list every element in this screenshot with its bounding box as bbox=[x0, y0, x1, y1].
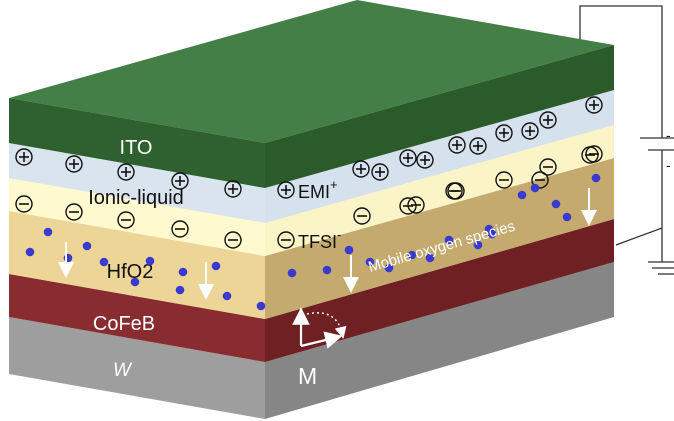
ito-front-face bbox=[9, 98, 265, 188]
minus-ion-icon bbox=[581, 146, 599, 164]
ionic-liquid-blue-front bbox=[9, 143, 265, 223]
ito-top-face bbox=[9, 0, 614, 143]
minus-ion-icon bbox=[277, 231, 295, 249]
minus-ion-icon bbox=[539, 158, 557, 176]
cofeb-layer-right bbox=[265, 219, 614, 362]
battery-icon: - - bbox=[666, 127, 671, 173]
plus-ion-icon bbox=[495, 124, 513, 142]
ionic-liquid-label: Ionic-liquid bbox=[88, 187, 184, 209]
plus-ion-icon bbox=[224, 180, 242, 198]
plus-ion-icon bbox=[277, 181, 295, 199]
w-label: W bbox=[113, 360, 133, 381]
minus-ion-icon bbox=[65, 203, 83, 221]
minus-ion-icon bbox=[15, 195, 33, 213]
svg-text:-: - bbox=[666, 127, 671, 143]
plus-ion-icon bbox=[371, 163, 389, 181]
oxygen-dot-icon bbox=[211, 261, 221, 271]
plus-ion-icon bbox=[448, 136, 466, 154]
oxygen-dot-icon bbox=[551, 199, 561, 209]
plus-ion-icon bbox=[171, 172, 189, 190]
oxygen-dot-icon bbox=[178, 267, 188, 277]
oxygen-dot-icon bbox=[82, 241, 92, 251]
oxygen-dot-icon bbox=[384, 263, 394, 273]
oxygen-dot-icon bbox=[407, 250, 417, 260]
w-layer-right bbox=[265, 262, 614, 419]
magnetization-label: M bbox=[298, 363, 317, 389]
svg-text:-: - bbox=[666, 157, 671, 173]
hfo2-label: HfO2 bbox=[107, 261, 154, 283]
minus-ion-icon bbox=[353, 207, 371, 225]
oxygen-dot-icon bbox=[99, 257, 109, 267]
plus-ion-icon bbox=[352, 160, 370, 178]
ito-label: ITO bbox=[120, 137, 153, 159]
oxygen-dot-icon bbox=[222, 291, 232, 301]
oxygen-dot-icon bbox=[562, 212, 572, 222]
plus-ion-icon bbox=[65, 155, 83, 173]
oxygen-dot-icon bbox=[517, 190, 527, 200]
minus-ion-icon bbox=[117, 211, 135, 229]
cofeb-label: CoFeB bbox=[93, 313, 155, 335]
oxygen-dot-icon bbox=[175, 285, 185, 295]
ionic-liquid-yellow-front bbox=[9, 178, 265, 256]
oxygen-dot-icon bbox=[63, 253, 73, 263]
minus-ion-icon bbox=[224, 231, 242, 249]
minus-ion-icon bbox=[495, 171, 513, 189]
plus-ion-icon bbox=[539, 111, 557, 129]
oxygen-dot-icon bbox=[473, 240, 483, 250]
minus-ion-icon bbox=[407, 196, 425, 214]
oxygen-dot-icon bbox=[130, 277, 140, 287]
circuit-wiring bbox=[579, 5, 674, 275]
emi-label: EMI+ bbox=[298, 177, 338, 202]
minus-ions bbox=[15, 145, 603, 249]
oxygen-dot-icon bbox=[591, 173, 601, 183]
plus-ion-icon bbox=[15, 148, 33, 166]
oxygen-dot-icon bbox=[484, 224, 494, 234]
oxygen-dots bbox=[25, 173, 601, 311]
oxygen-dot-icon bbox=[444, 235, 454, 245]
tfsi-label: TFSI- bbox=[298, 227, 341, 252]
oxygen-dot-icon bbox=[322, 265, 332, 275]
ito-right-face bbox=[265, 45, 614, 188]
w-layer-front bbox=[9, 317, 265, 419]
oxygen-dot-icon bbox=[425, 253, 435, 263]
plus-ions bbox=[15, 96, 603, 199]
oxygen-dot-icon bbox=[256, 301, 266, 311]
minus-ion-icon bbox=[531, 171, 549, 189]
ionic-liquid-right bbox=[265, 125, 614, 256]
plus-ion-icon bbox=[117, 163, 135, 181]
plus-ion-icon bbox=[585, 96, 603, 114]
plus-ion-icon bbox=[416, 151, 434, 169]
plus-ion-icon bbox=[521, 122, 539, 140]
oxygen-drift-arrows bbox=[58, 188, 597, 300]
oxygen-dot-icon bbox=[25, 247, 35, 257]
cofeb-layer-front bbox=[9, 274, 265, 362]
oxygen-dot-icon bbox=[344, 245, 354, 255]
oxygen-dot-icon bbox=[43, 227, 53, 237]
plus-ion-icon bbox=[399, 149, 417, 167]
minus-ion-icon bbox=[445, 182, 463, 200]
oxygen-dot-icon bbox=[145, 256, 155, 266]
oxygen-dot-icon bbox=[530, 183, 540, 193]
plus-ion-icon bbox=[469, 137, 487, 155]
magnetization-arrow-icon bbox=[292, 307, 347, 349]
oxygen-dot-icon bbox=[287, 268, 297, 278]
minus-ion-icon bbox=[171, 220, 189, 238]
oxygen-dot-icon bbox=[365, 257, 375, 267]
